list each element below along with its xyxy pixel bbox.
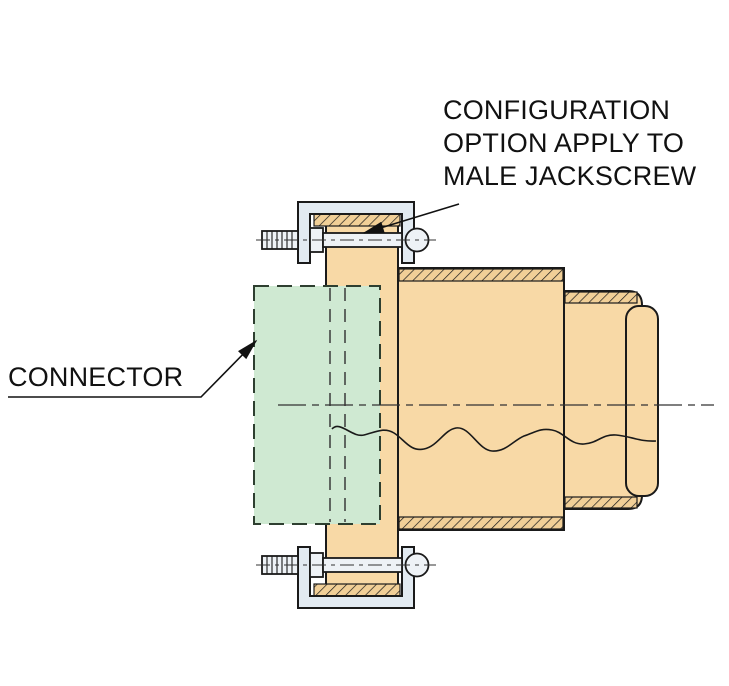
- hatch-band-mid-bottom: [564, 496, 638, 509]
- leader-lines: [8, 203, 460, 398]
- configuration-note: CONFIGURATION OPTION APPLY TO MALE JACKS…: [443, 94, 696, 193]
- shell-cylinder: [397, 267, 565, 531]
- shell-body: [313, 213, 659, 597]
- hatch-band-bottom: [398, 516, 564, 530]
- shell-end-cap: [625, 305, 659, 497]
- configuration-note-line-2: OPTION APPLY TO: [443, 128, 685, 158]
- cross-section-hatching: [313, 213, 638, 597]
- hatch-flange-bottom: [313, 583, 401, 597]
- top-jackscrew: [256, 227, 436, 253]
- bottom-jackscrew: [256, 552, 436, 578]
- hatch-band-top: [398, 268, 564, 282]
- connector-leader-line: [8, 339, 258, 398]
- configuration-note-line-3: MALE JACKSCREW: [443, 161, 697, 191]
- hatch-band-mid-top: [564, 291, 638, 304]
- hatch-flange-top: [313, 213, 401, 227]
- configuration-note-line-1: CONFIGURATION: [443, 95, 671, 125]
- configuration-leader-line: [362, 203, 460, 234]
- break-line: [331, 425, 657, 452]
- connector-label: CONNECTOR: [8, 362, 184, 392]
